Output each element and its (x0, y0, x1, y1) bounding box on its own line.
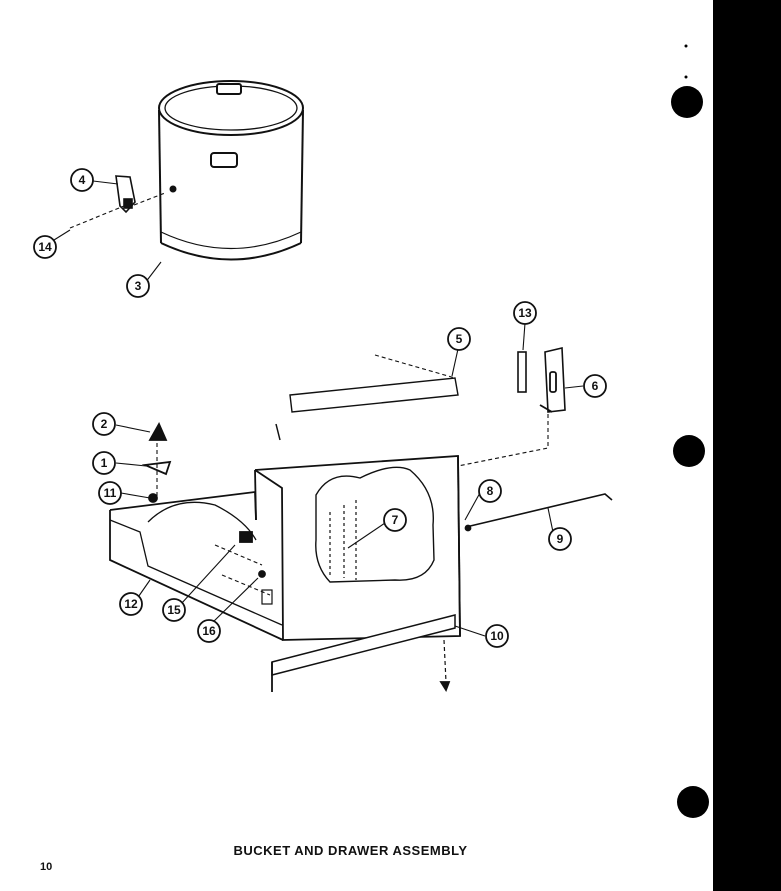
svg-text:7: 7 (392, 513, 399, 527)
svg-text:13: 13 (518, 306, 532, 320)
svg-text:6: 6 (592, 379, 599, 393)
callout-2: 2 (92, 412, 116, 436)
callout-6: 6 (583, 374, 607, 398)
callout-10: 10 (485, 624, 509, 648)
callout-4: 4 (70, 168, 94, 192)
punch-hole-bottom (677, 786, 709, 818)
bucket-clip (115, 175, 136, 214)
callout-7: 7 (383, 508, 407, 532)
leader-lines (53, 180, 584, 637)
punch-hole-top (671, 86, 703, 118)
drawer-frame (109, 347, 613, 693)
binding-edge (713, 0, 781, 891)
callout-14: 14 (33, 235, 57, 259)
svg-text:3: 3 (135, 279, 142, 293)
callouts: 4 14 3 5 13 6 2 1 11 8 7 9 10 12 15 16 (33, 168, 607, 648)
callout-11: 11 (98, 481, 122, 505)
svg-text:2: 2 (101, 417, 108, 431)
callout-12: 12 (119, 592, 143, 616)
callout-16: 16 (197, 619, 221, 643)
svg-text:5: 5 (456, 332, 463, 346)
svg-text:1: 1 (101, 456, 108, 470)
page-number: 10 (40, 861, 53, 873)
callout-13: 13 (513, 301, 537, 325)
assembly-guides (69, 192, 549, 500)
svg-text:10: 10 (490, 629, 504, 643)
svg-text:9: 9 (557, 532, 564, 546)
svg-text:12: 12 (124, 597, 138, 611)
callout-3: 3 (126, 274, 150, 298)
callout-8: 8 (478, 479, 502, 503)
binding-holes (671, 44, 709, 818)
callout-5: 5 (447, 327, 471, 351)
svg-text:8: 8 (487, 484, 494, 498)
callout-9: 9 (548, 527, 572, 551)
callout-1: 1 (92, 451, 116, 475)
svg-text:16: 16 (202, 624, 216, 638)
punch-hole-middle (673, 435, 705, 467)
callout-15: 15 (162, 598, 186, 622)
bucket (158, 80, 304, 261)
svg-text:15: 15 (167, 603, 181, 617)
svg-text:4: 4 (79, 173, 86, 187)
svg-text:14: 14 (38, 240, 52, 254)
figure-caption: BUCKET AND DRAWER ASSEMBLY (233, 843, 468, 858)
svg-text:11: 11 (104, 486, 117, 500)
